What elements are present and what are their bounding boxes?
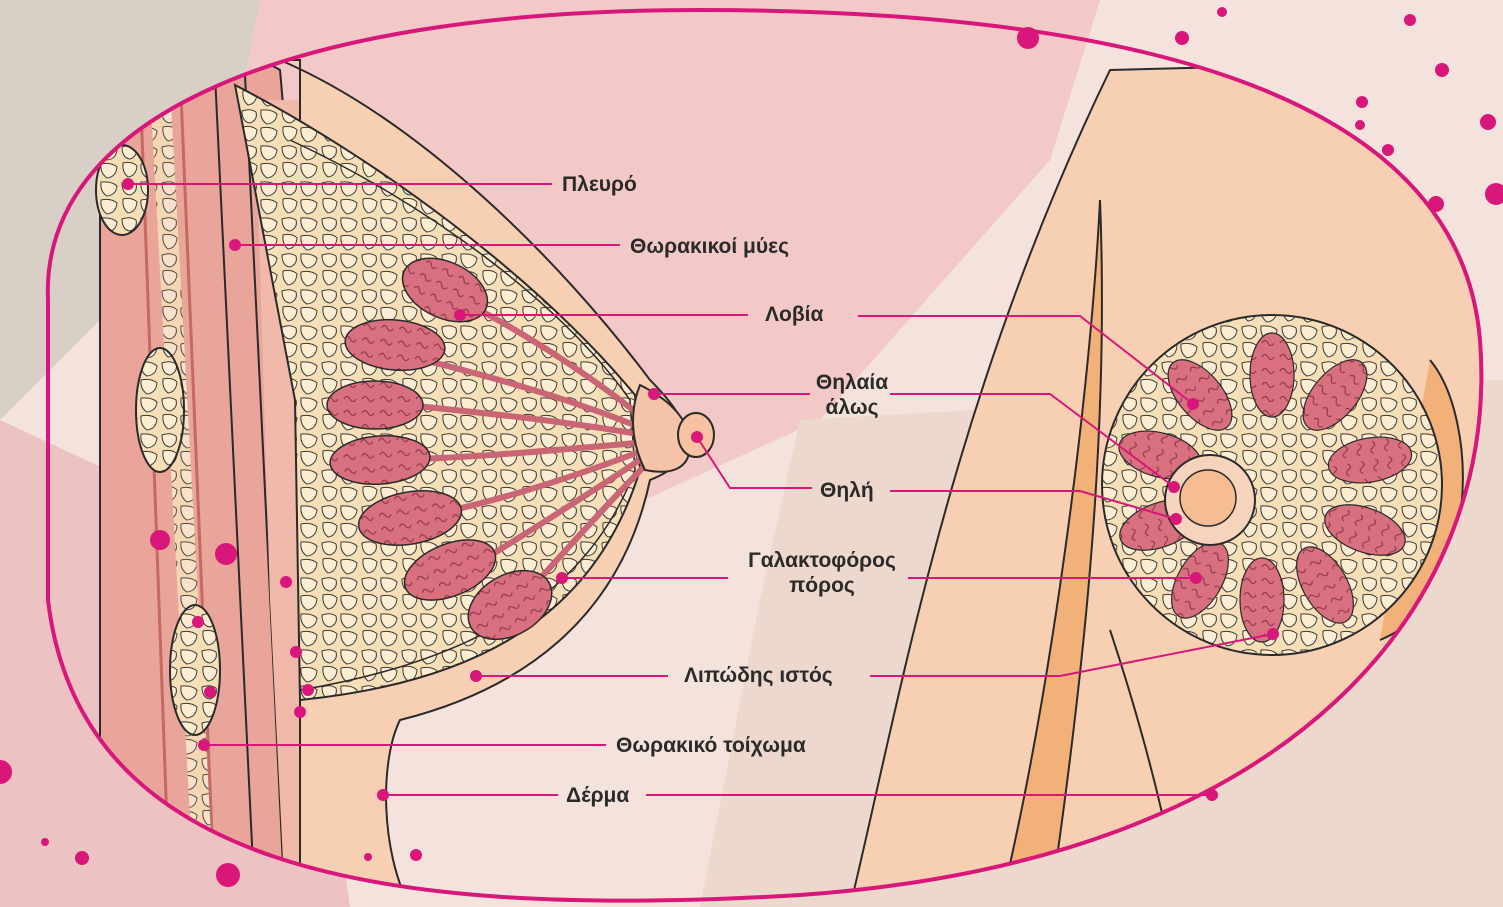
- front-lobules-marker: [1187, 398, 1199, 410]
- nipple-marker: [691, 431, 703, 443]
- front-fatty-tissue-marker: [1267, 628, 1279, 640]
- label-pectoral-muscles: Θωρακικοί μύες: [630, 234, 789, 259]
- label-rib: Πλευρό: [562, 172, 637, 197]
- front-nipple-shape: [1180, 470, 1236, 526]
- lobules-marker: [454, 309, 466, 321]
- areola-marker: [648, 388, 660, 400]
- label-areola-line2: άλως: [812, 395, 892, 420]
- fatty-tissue-marker: [470, 670, 482, 682]
- chest-wall-marker: [198, 739, 210, 751]
- front-milk-duct-marker: [1190, 572, 1202, 584]
- label-areola: Θηλαία άλως: [812, 370, 892, 420]
- label-milk-duct: Γαλακτοφόρος πόρος: [736, 548, 908, 598]
- label-milk-duct-line2: πόρος: [736, 573, 908, 598]
- front-skin-marker: [1206, 789, 1218, 801]
- front-nipple-marker: [1170, 513, 1182, 525]
- label-areola-line1: Θηλαία: [812, 370, 892, 395]
- label-fatty-tissue: Λιπώδης ιστός: [684, 663, 833, 688]
- front-areola-marker: [1168, 481, 1180, 493]
- label-skin: Δέρμα: [566, 783, 629, 808]
- skin-marker: [377, 789, 389, 801]
- rib-marker: [122, 178, 134, 190]
- label-chest-wall: Θωρακικό τοίχωμα: [616, 733, 806, 758]
- rib-shape: [136, 348, 184, 472]
- label-lobules: Λοβία: [765, 302, 823, 327]
- milk-duct-marker: [556, 572, 568, 584]
- label-milk-duct-line1: Γαλακτοφόρος: [736, 548, 908, 573]
- pectoral-muscles-marker: [229, 239, 241, 251]
- label-nipple: Θηλή: [820, 478, 874, 503]
